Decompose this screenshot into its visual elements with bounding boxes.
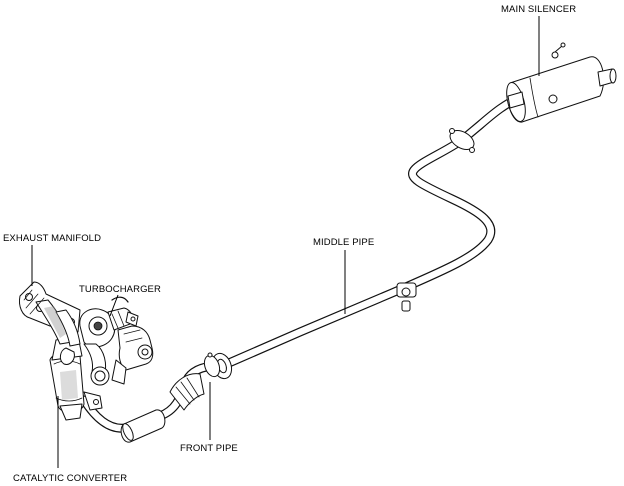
main-silencer-label: MAIN SILENCER	[501, 4, 576, 15]
front-pipe-label: FRONT PIPE	[180, 443, 238, 454]
middle-pipe-hanger	[396, 282, 417, 312]
front-pipe	[79, 352, 221, 443]
turbocharger-label: TURBOCHARGER	[79, 284, 161, 295]
front-pipe-flex-joint	[169, 373, 205, 411]
exhaust-manifold	[19, 281, 81, 347]
main-silencer	[506, 42, 617, 123]
middle-pipe-rear-flange	[449, 128, 475, 153]
turbocharger-leader	[109, 294, 119, 317]
catalytic-converter-label: CATALYTIC CONVERTER	[13, 473, 127, 484]
turbo-compressor-piping	[111, 311, 154, 385]
middle-pipe-label: MIDDLE PIPE	[313, 237, 374, 248]
middle-pipe	[211, 91, 527, 380]
front-pipe-resonator	[120, 409, 166, 443]
exhaust-manifold-label: EXHAUST MANIFOLD	[3, 233, 101, 244]
front-pipe-front-flange	[203, 352, 221, 378]
turbocharger	[59, 296, 133, 386]
